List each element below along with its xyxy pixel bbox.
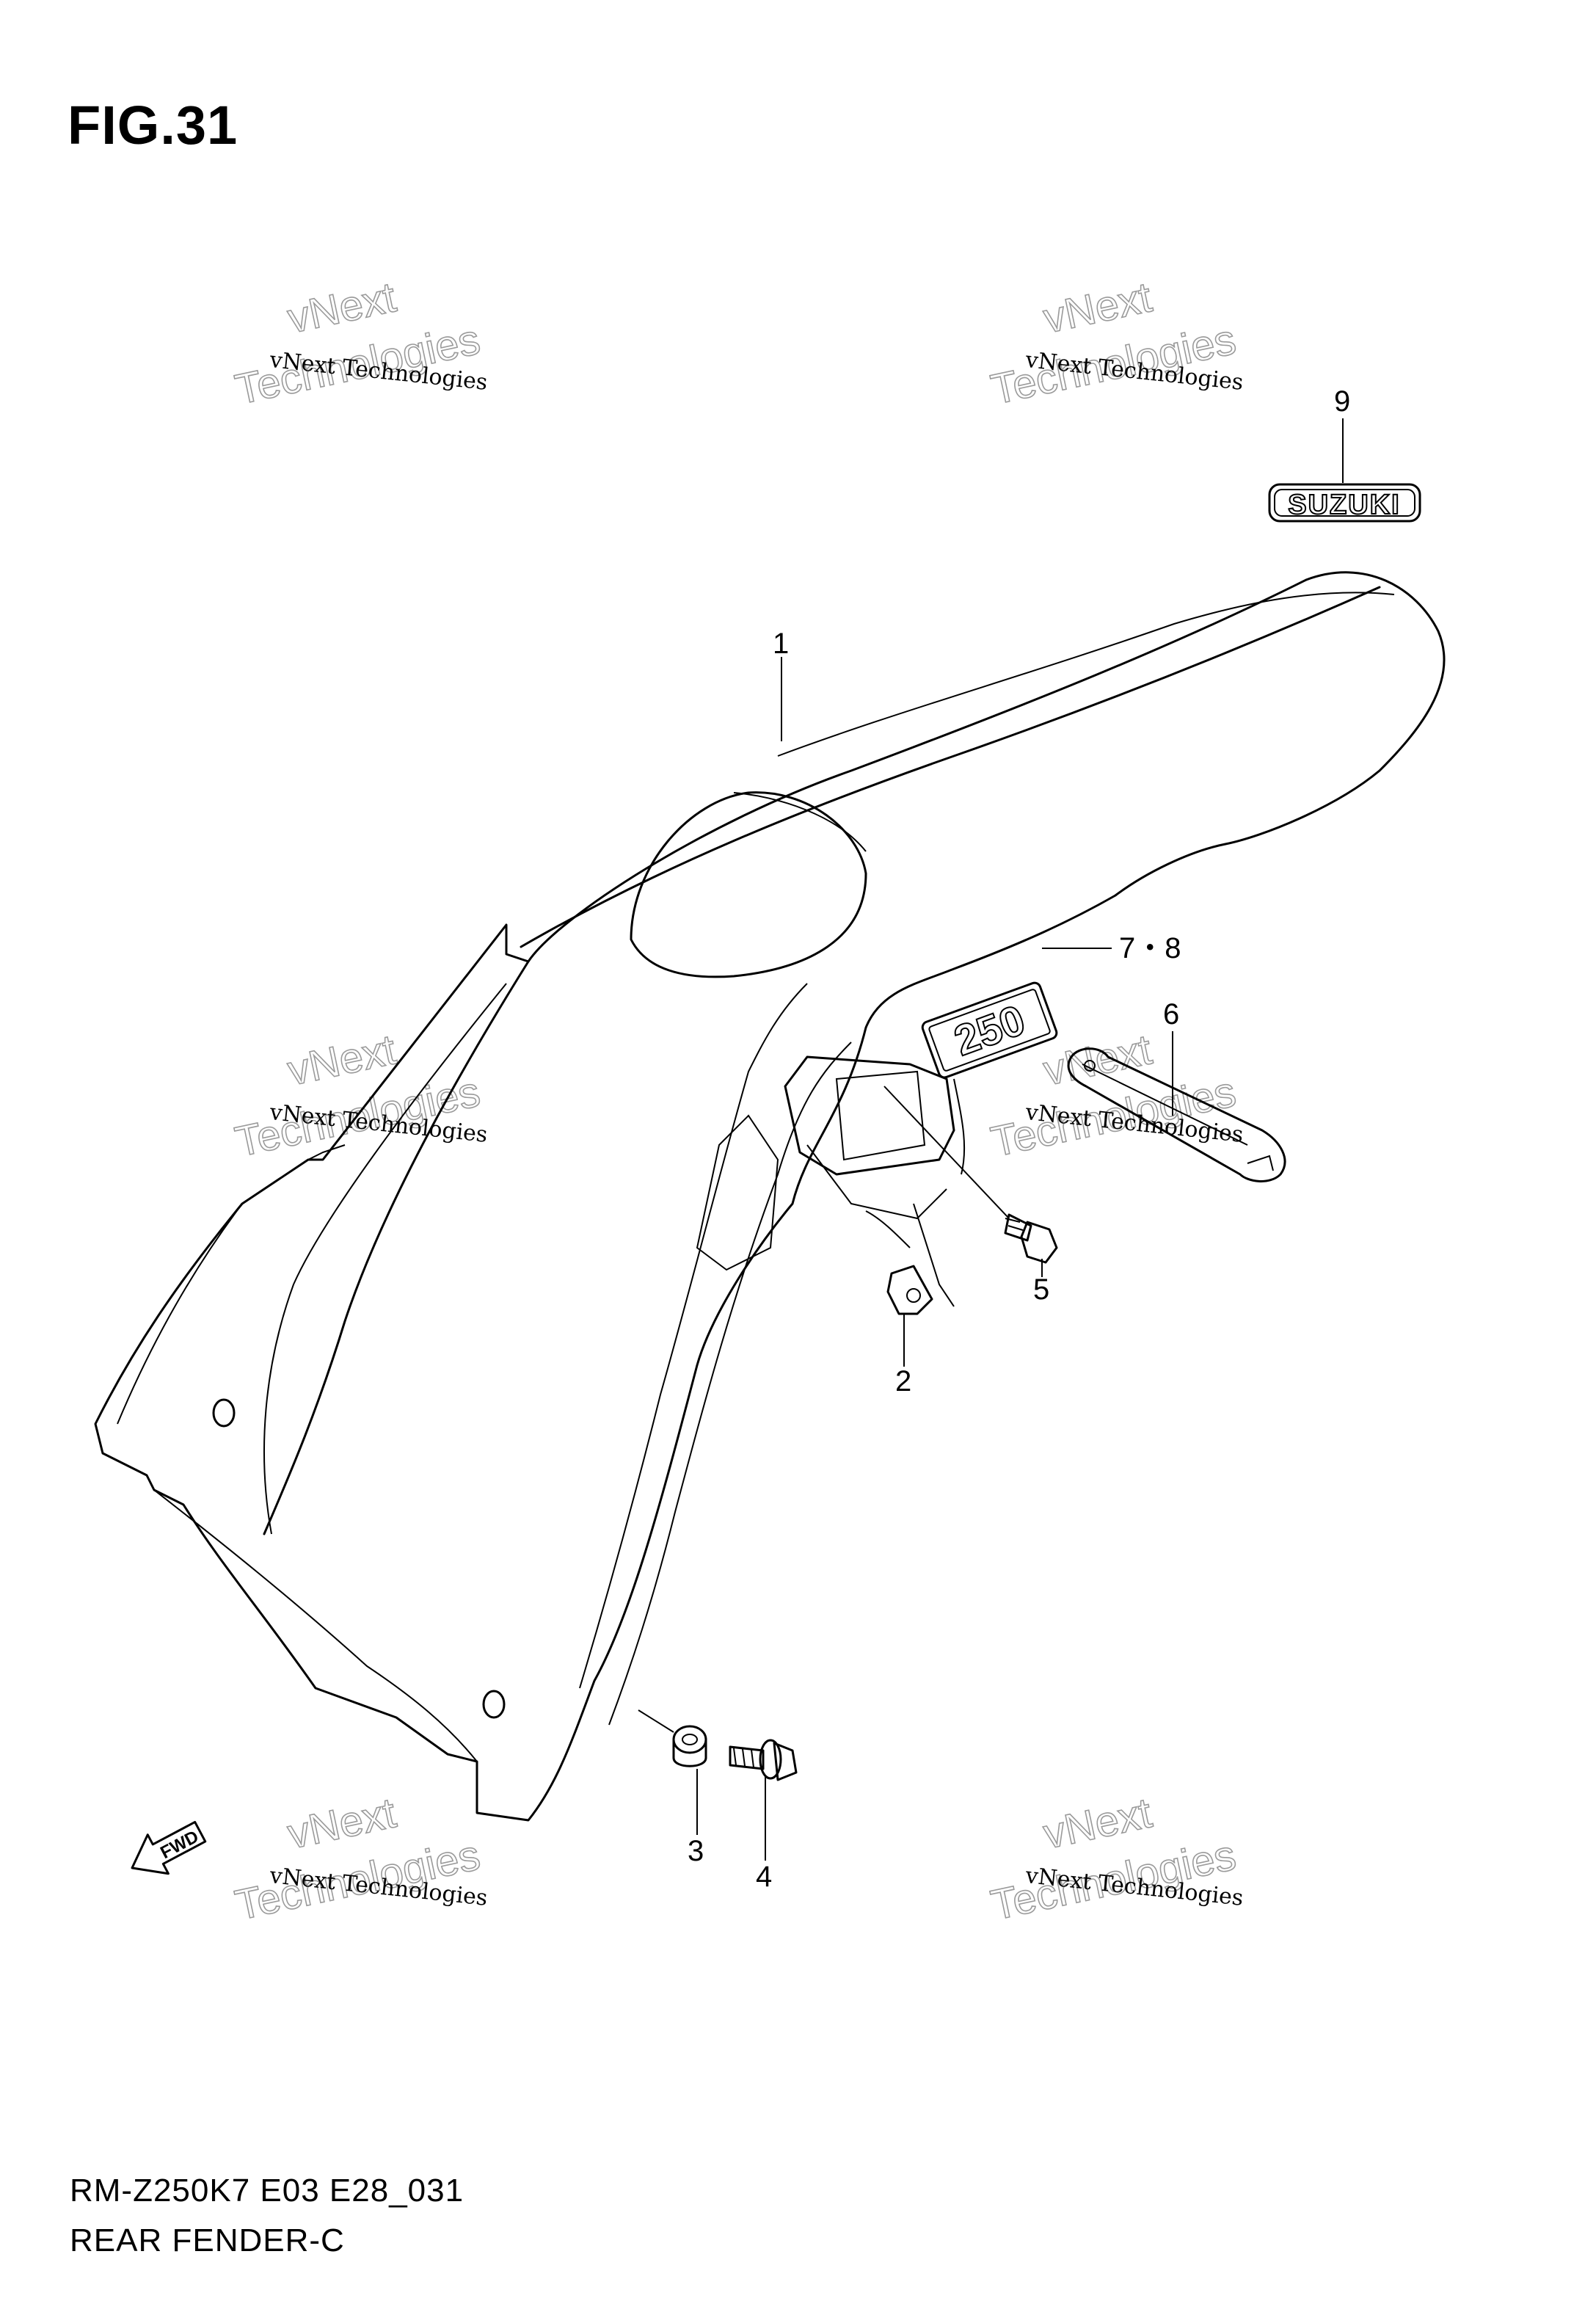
svg-text:vNext: vNext bbox=[1039, 1789, 1156, 1858]
figure-title: FIG.31 bbox=[68, 95, 238, 156]
watermark-3: vNext Technologies vNext Technologies bbox=[230, 1025, 489, 1166]
svg-text:FWD: FWD bbox=[157, 1827, 202, 1863]
callout-2: 2 bbox=[895, 1365, 911, 1397]
watermark-group: vNext Technologies vNext Technologies vN… bbox=[230, 272, 1245, 1930]
callout-6: 6 bbox=[1163, 998, 1179, 1030]
bolt-part-4 bbox=[729, 1739, 798, 1781]
watermark-4: vNext Technologies vNext Technologies bbox=[986, 1025, 1245, 1166]
figure-code: RM-Z250K7 E03 E28_031 bbox=[70, 2173, 464, 2209]
watermark-1: vNext Technologies vNext Technologies bbox=[230, 272, 489, 414]
svg-text:vNext: vNext bbox=[283, 1789, 400, 1858]
callout-3: 3 bbox=[688, 1835, 704, 1867]
callout-1: 1 bbox=[773, 628, 789, 660]
svg-text:vNext: vNext bbox=[1039, 273, 1156, 342]
clip-nut-part-2 bbox=[886, 1203, 955, 1315]
watermark-2: vNext Technologies vNext Technologies bbox=[986, 272, 1245, 414]
fwd-direction-icon: FWD bbox=[131, 1820, 207, 1875]
callout-4: 4 bbox=[756, 1861, 772, 1893]
callout-9: 9 bbox=[1334, 385, 1350, 418]
svg-text:SUZUKI: SUZUKI bbox=[1288, 490, 1400, 520]
callout-labels: 1 2 3 4 5 6 7・8 9 bbox=[688, 385, 1350, 1893]
svg-text:vNext: vNext bbox=[283, 273, 400, 342]
figure-name: REAR FENDER-C bbox=[70, 2222, 345, 2258]
suzuki-emblem-part-9: SUZUKI bbox=[1268, 483, 1421, 523]
watermark-6: vNext Technologies vNext Technologies bbox=[986, 1788, 1245, 1930]
watermark-5: vNext Technologies vNext Technologies bbox=[230, 1788, 489, 1930]
model-decal-part-7-8: 250 bbox=[921, 981, 1058, 1079]
svg-text:250: 250 bbox=[948, 996, 1031, 1065]
callout-7-8: 7・8 bbox=[1119, 932, 1181, 964]
collar-part-3 bbox=[638, 1709, 707, 1767]
callout-5: 5 bbox=[1033, 1273, 1049, 1306]
stay-part-6 bbox=[1067, 1047, 1286, 1182]
rear-fender-part-1 bbox=[94, 571, 1446, 1822]
bolt-part-5 bbox=[883, 1086, 1058, 1264]
leader-lines bbox=[696, 418, 1344, 1861]
